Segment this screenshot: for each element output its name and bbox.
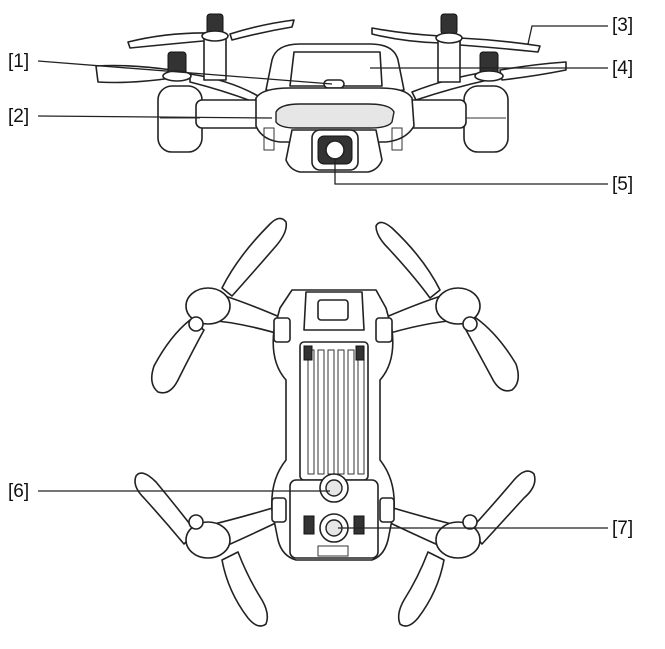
motor-pod (435, 287, 481, 325)
propeller-blade (221, 217, 288, 297)
propeller-blade (459, 37, 541, 53)
motor-pod (435, 521, 481, 559)
propeller-blade (375, 221, 441, 299)
vent-slots (307, 349, 365, 475)
leader-line-5 (334, 158, 608, 185)
motor-pod (185, 287, 231, 325)
callout-label-3: [3] (612, 15, 634, 36)
motor-housing (203, 35, 227, 81)
propeller-blade (371, 27, 441, 44)
drone-front-view (95, 13, 567, 173)
callout-label-1: [1] (8, 51, 30, 72)
motor-pod (185, 521, 231, 559)
drone-bottom-view (134, 217, 536, 627)
propeller-blade (150, 319, 205, 394)
propeller-blade (397, 551, 445, 627)
propeller-blade (127, 32, 215, 49)
propeller-blade (229, 19, 295, 41)
propeller-blade (469, 470, 536, 545)
arm-pod-right (463, 85, 509, 153)
propeller-blade (499, 61, 567, 81)
motor-housing (437, 37, 461, 83)
leader-lines (37, 25, 608, 529)
propeller-blade (221, 551, 269, 627)
leader-line-2 (37, 115, 273, 119)
callout-label-2: [2] (8, 106, 30, 127)
leader-line-1 (37, 60, 333, 85)
battery-top (289, 51, 383, 87)
motor-cap (440, 13, 458, 35)
callout-label-6: [6] (8, 481, 30, 502)
leader-line-3 (527, 25, 608, 45)
front-light-bar (275, 103, 395, 129)
camera-lens (325, 140, 345, 160)
callout-label-4: [4] (612, 58, 634, 79)
callout-label-5: [5] (612, 174, 634, 195)
propeller-blade (465, 317, 520, 392)
callout-label-7: [7] (612, 518, 634, 539)
